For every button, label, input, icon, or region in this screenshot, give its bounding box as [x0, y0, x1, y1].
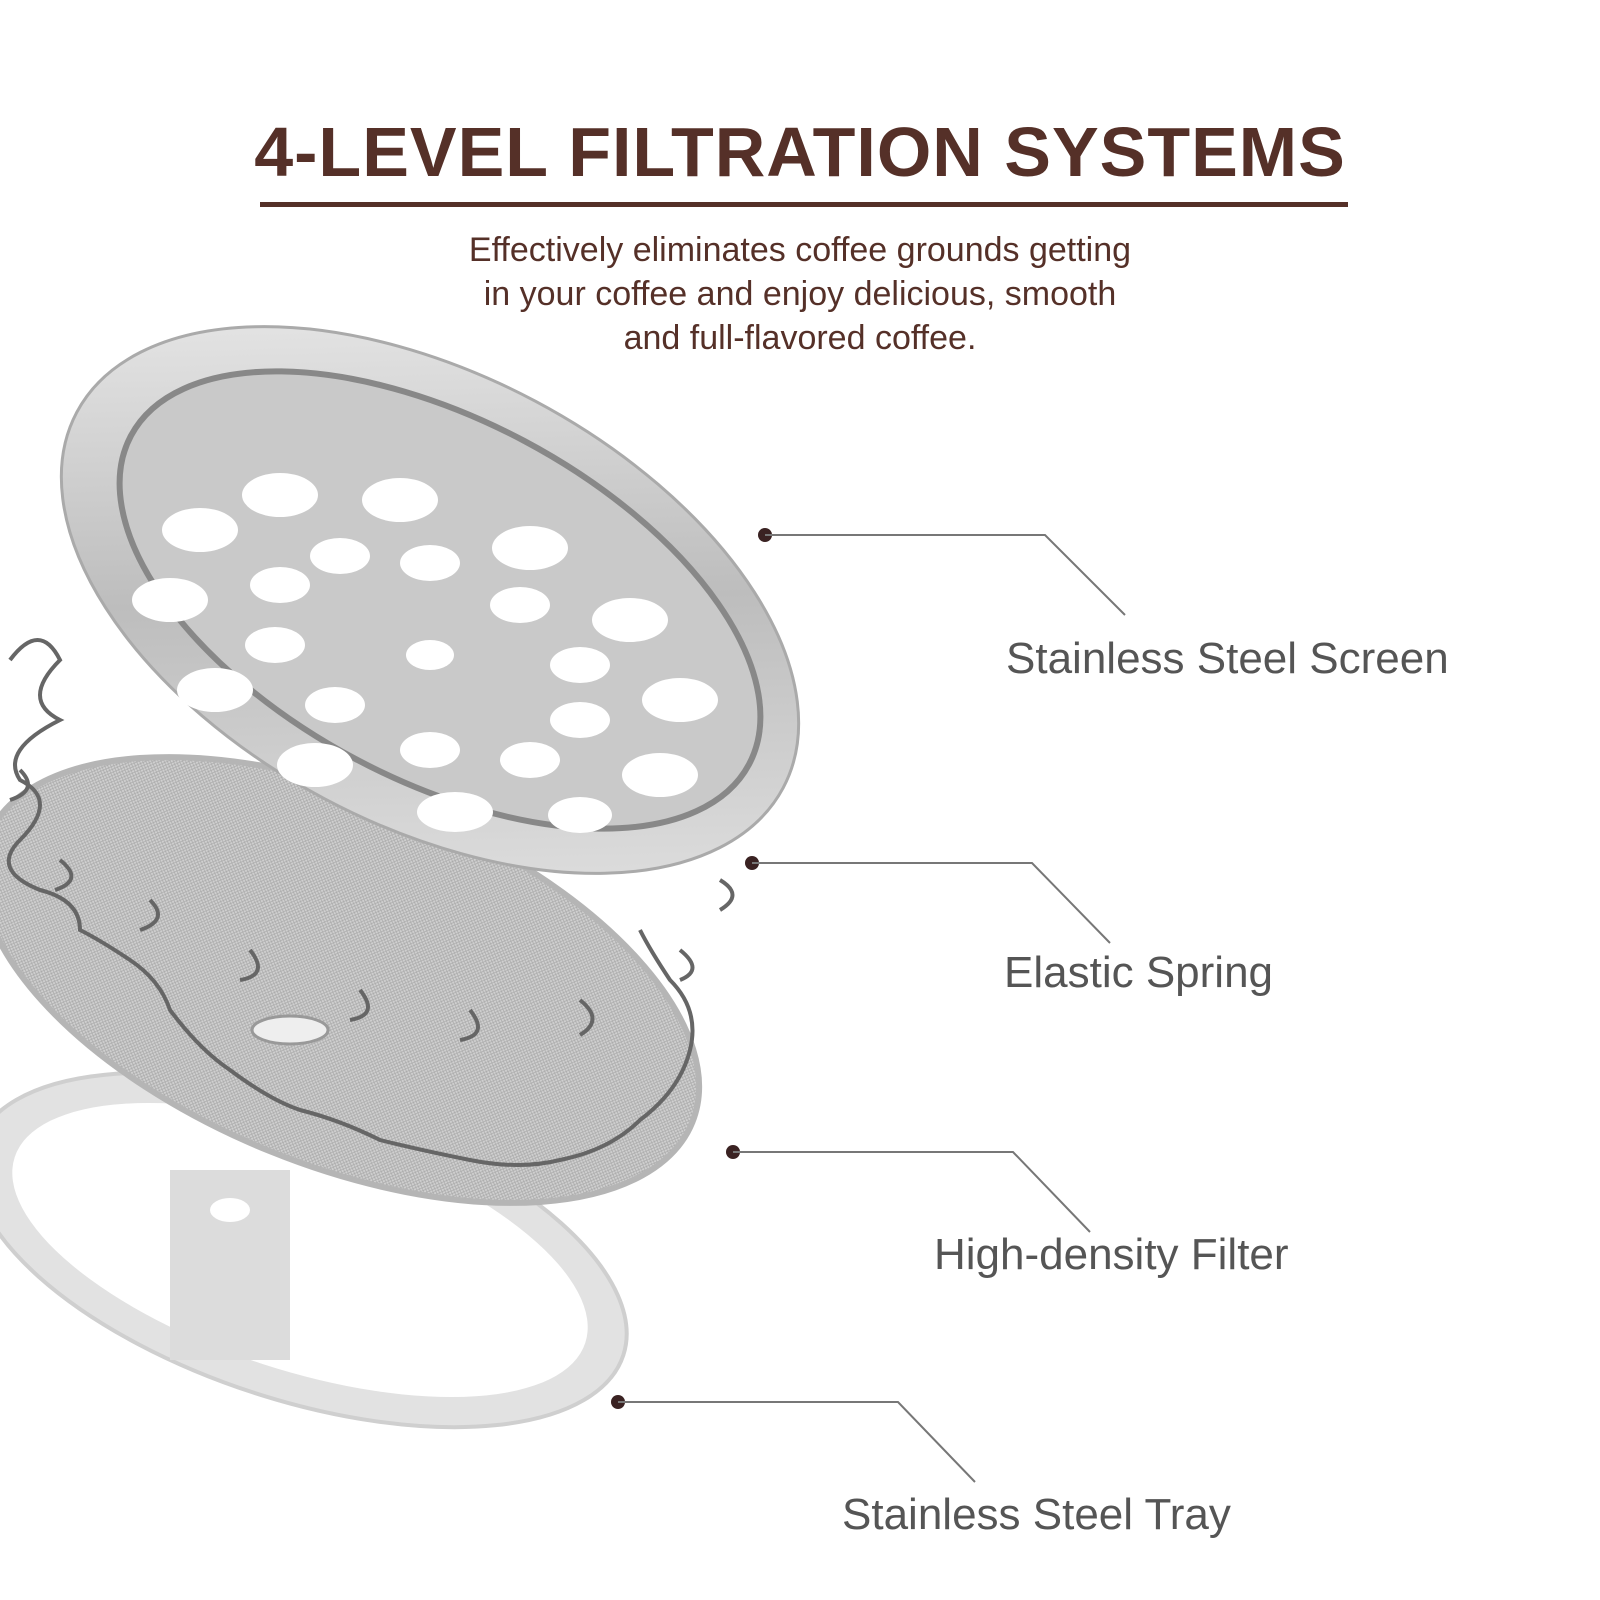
- label-stainless-steel-tray: Stainless Steel Tray: [842, 1490, 1231, 1539]
- label-high-density-filter: High-density Filter: [934, 1230, 1289, 1279]
- title-underline: [260, 202, 1348, 207]
- elastic-spring: [6, 638, 735, 1167]
- subtitle: Effectively eliminates coffee grounds ge…: [300, 228, 1300, 360]
- subtitle-line: in your coffee and enjoy delicious, smoo…: [483, 275, 1117, 313]
- stainless-steel-screen: [59, 325, 801, 875]
- callout-line-screen: [758, 528, 1126, 616]
- callout-line-filter: [726, 1145, 1091, 1233]
- page-title: 4-LEVEL FILTRATION SYSTEMS: [254, 113, 1346, 191]
- subtitle-line: Effectively eliminates coffee grounds ge…: [468, 231, 1132, 269]
- label-stainless-steel-screen: Stainless Steel Screen: [1006, 634, 1449, 683]
- subtitle-line: and full-flavored coffee.: [623, 319, 977, 357]
- callout-line-tray: [611, 1395, 976, 1483]
- callout-line-spring: [745, 856, 1111, 944]
- label-elastic-spring: Elastic Spring: [1004, 948, 1274, 997]
